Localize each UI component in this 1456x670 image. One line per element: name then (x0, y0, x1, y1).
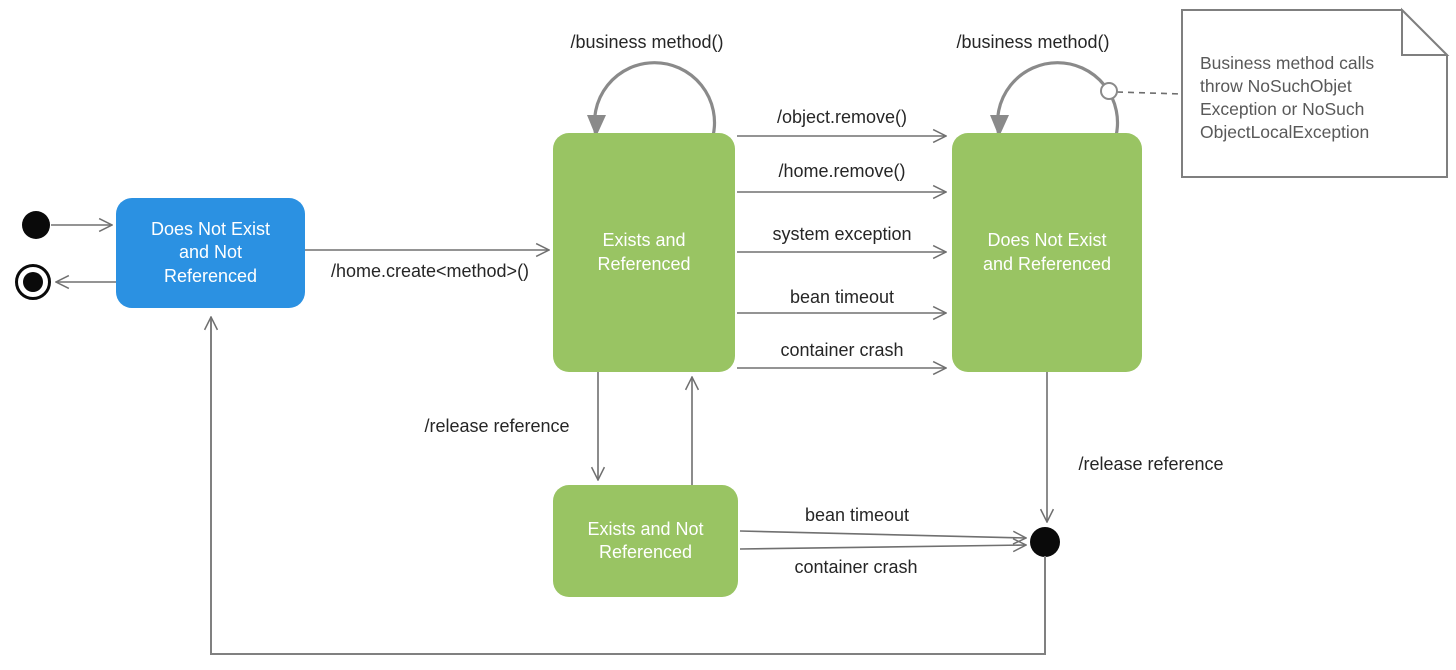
label-business-method-left: /business method() (570, 32, 724, 52)
state-label: Exists and Referenced (597, 230, 691, 274)
state-label: Does Not Exist and Referenced (982, 230, 1112, 274)
note-text: Business method calls throw NoSuchObjet … (1200, 53, 1375, 142)
final-state-dot (23, 272, 43, 292)
label-bean-timeout-bottom: bean timeout (804, 505, 910, 525)
note-shape (1181, 9, 1448, 178)
state-does-not-exist-and-not-referenced: Does Not Exist and Not Referenced (116, 198, 305, 308)
label-system-exception: system exception (772, 224, 912, 244)
state-exists-and-referenced: Exists and Referenced (553, 133, 735, 372)
label-home-remove: /home.remove() (778, 161, 906, 181)
note-fold-icon (1401, 7, 1450, 56)
label-release-reference-left: /release reference (424, 416, 570, 436)
self-loop-left-arc (592, 61, 717, 137)
label-bean-timeout-top: bean timeout (789, 287, 895, 307)
label-business-method-right: /business method() (956, 32, 1110, 52)
terminate-node (1030, 527, 1060, 557)
state-exists-and-not-referenced: Exists and Not Referenced (553, 485, 738, 597)
label-container-crash-top: container crash (780, 340, 904, 360)
label-container-crash-bottom: container crash (794, 557, 918, 577)
note-anchor-dashed-line (1116, 91, 1183, 95)
transition-container-crash-bottom (739, 545, 1026, 549)
self-loop-right-arrowhead-icon (990, 115, 1009, 137)
state-does-not-exist-and-referenced: Does Not Exist and Referenced (952, 133, 1142, 372)
label-home-create: /home.create<method>() (330, 261, 530, 281)
state-label: Does Not Exist and Not Referenced (150, 218, 271, 286)
transition-feedback-loop (211, 317, 1046, 655)
note-anchor-circle (1100, 82, 1118, 100)
transition-bean-timeout-bottom (739, 530, 1026, 538)
state-label: Exists and Not Referenced (587, 518, 704, 562)
label-object-remove: /object.remove() (776, 107, 908, 127)
self-loop-left-arrowhead-icon (587, 115, 606, 137)
initial-state-node (22, 211, 50, 239)
label-release-reference-right: /release reference (1078, 454, 1224, 474)
self-loop-right-arc (995, 61, 1120, 137)
